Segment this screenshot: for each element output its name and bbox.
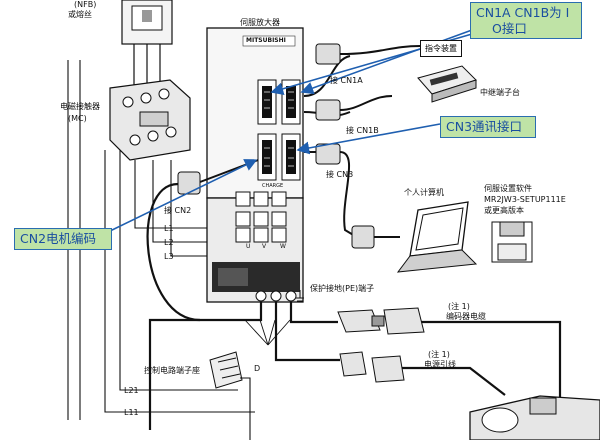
- cn2-label: 接 CN2: [164, 206, 192, 215]
- pc-label: 个人计算机: [404, 188, 444, 197]
- callout-cn2: CN2电机编码: [14, 228, 112, 250]
- floppy-disk-icon: [491, 221, 533, 263]
- cn1-cables: [303, 43, 421, 121]
- brand-label: MITSUBISHI: [246, 37, 286, 44]
- control-circuit-terminal: [209, 351, 251, 440]
- encoder-cable-label: 编码器电缆: [446, 312, 486, 321]
- cn3-label: 接 CN3: [326, 170, 354, 179]
- software-label-2: MR2JW3-SETUP111E: [484, 195, 566, 204]
- callout-cn3: CN3通讯接口: [440, 116, 536, 138]
- software-label-3: 或更高版本: [484, 206, 524, 215]
- line-l3: L3: [164, 252, 174, 261]
- ground-symbol: [296, 290, 304, 302]
- servo-amplifier: [206, 27, 304, 303]
- motor-cables: [148, 302, 562, 430]
- power-note: (注 1): [428, 350, 450, 359]
- line-l1: L1: [164, 224, 174, 233]
- command-device-label: 指令装置: [420, 40, 462, 57]
- cn1a-label: 接 CN1A: [330, 76, 363, 85]
- software-label-1: 伺服设置软件: [484, 184, 532, 193]
- contactor-code: (MC): [68, 114, 87, 123]
- line-d: D: [254, 364, 261, 373]
- fuse-label: 或熔丝: [68, 10, 92, 19]
- nfb-label: (NFB): [74, 0, 97, 9]
- line-l21: L21: [124, 386, 139, 395]
- servo-amp-title: 伺服放大器: [240, 18, 280, 27]
- charge-label: CHARGE: [262, 183, 284, 189]
- encoder-note: (注 1): [448, 302, 470, 311]
- control-terminal-label: 控制电路端子座: [144, 366, 200, 375]
- terminal-v: V: [262, 243, 267, 250]
- callout-cn1-line2: O接口: [492, 20, 527, 36]
- callout-cn1-line1: CN1A CN1B为 I: [476, 5, 570, 20]
- cn1b-label: 接 CN1B: [346, 126, 379, 135]
- contactor-label: 电磁接触器: [60, 102, 100, 111]
- pe-terminal-label: 保护接地(PE)端子: [310, 284, 375, 293]
- cn3-cable: [304, 143, 400, 249]
- terminal-w: W: [280, 243, 286, 250]
- breaker-nfb: [121, 0, 173, 95]
- line-l2: L2: [164, 238, 174, 247]
- power-connectors: [339, 351, 405, 383]
- relay-terminal-block: [417, 65, 477, 103]
- magnetic-contactor: [109, 79, 191, 161]
- terminal-u: U: [246, 243, 251, 250]
- encoder-connectors: [337, 307, 425, 335]
- power-cable-label: 电源引线: [424, 360, 456, 369]
- laptop-icon: [396, 201, 478, 273]
- servo-motor: [469, 395, 600, 440]
- cable-fanout: [244, 319, 291, 346]
- relay-terminal-label: 中继端子台: [480, 88, 520, 97]
- line-l11: L11: [124, 408, 139, 417]
- callout-cn1: CN1A CN1B为 I O接口: [470, 2, 582, 40]
